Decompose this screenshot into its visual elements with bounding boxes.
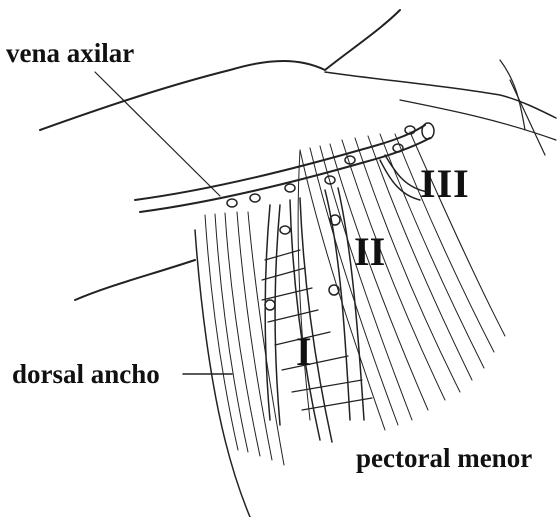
label-vena-axilar: vena axilar xyxy=(6,40,134,67)
arm-line xyxy=(510,80,545,155)
level-iii-label: III xyxy=(420,164,470,204)
arm-line xyxy=(500,60,525,130)
arm-line xyxy=(400,100,556,140)
level-ii-label: II xyxy=(354,232,385,272)
label-dorsal-ancho: dorsal ancho xyxy=(12,361,160,388)
latissimus-dorsi-muscle xyxy=(205,212,284,465)
axillary-vein xyxy=(140,138,430,212)
chest-wall-outline xyxy=(75,260,195,300)
level-i-label: I xyxy=(296,332,312,372)
serratus-ribs xyxy=(262,250,372,410)
label-pectoral-menor: pectoral menor xyxy=(356,445,532,472)
axillary-vein-end xyxy=(422,123,434,139)
shoulder-outline xyxy=(40,10,400,130)
